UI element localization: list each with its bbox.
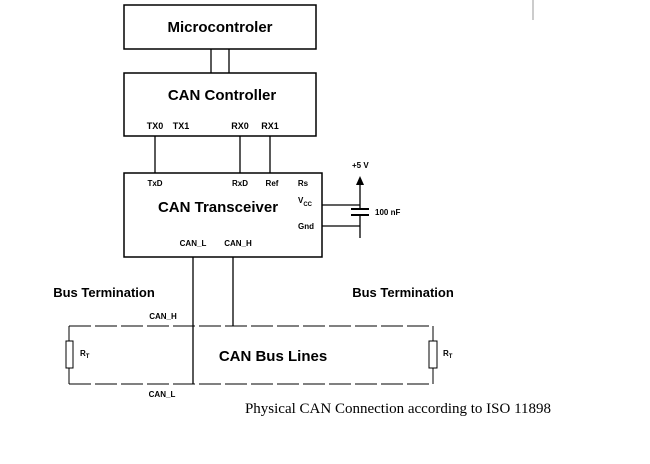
supply-arrow-head xyxy=(356,176,364,185)
can-h-label: CAN_H xyxy=(149,312,177,321)
pin-txd: TxD xyxy=(147,179,162,188)
can-bus-lines-label: CAN Bus Lines xyxy=(219,348,327,365)
can-transceiver-box xyxy=(123,172,323,258)
can-controller-label: CAN Controller xyxy=(168,87,276,104)
can-l-label: CAN_L xyxy=(149,390,176,399)
microcontroller-box xyxy=(123,4,317,50)
pin-ref: Ref xyxy=(266,179,279,188)
rt-right-main: R xyxy=(443,349,449,358)
bus-termination-left: Bus Termination xyxy=(53,285,155,300)
pin-tx1: TX1 xyxy=(173,121,190,131)
pin-rx1: RX1 xyxy=(261,121,279,131)
rt-label-left: RT xyxy=(80,349,90,360)
rt-right-sub: T xyxy=(449,354,453,360)
term-resistor-left xyxy=(65,340,74,369)
pin-vcc-main: V xyxy=(298,196,304,205)
rt-label-right: RT xyxy=(443,349,453,360)
pin-can-h: CAN_H xyxy=(224,239,252,248)
pin-rx0: RX0 xyxy=(231,121,249,131)
rt-left-sub: T xyxy=(86,354,90,360)
can-transceiver-label: CAN Transceiver xyxy=(158,199,278,216)
pin-vcc-sub: CC xyxy=(303,202,312,208)
supply-voltage-label: +5 V xyxy=(352,161,369,170)
rt-left-main: R xyxy=(80,349,86,358)
pin-can-l: CAN_L xyxy=(180,239,207,248)
capacitor-label: 100 nF xyxy=(375,208,400,217)
pin-rs: Rs xyxy=(298,179,309,188)
term-resistor-right xyxy=(428,340,438,369)
can-controller-box xyxy=(123,72,317,137)
pin-vcc: VCC xyxy=(298,196,313,208)
pin-rxd: RxD xyxy=(232,179,248,188)
microcontroller-label: Microcontroler xyxy=(167,19,272,36)
pin-gnd: Gnd xyxy=(298,222,314,231)
pin-tx0: TX0 xyxy=(147,121,164,131)
bus-termination-right: Bus Termination xyxy=(352,285,454,300)
caption: Physical CAN Connection according to ISO… xyxy=(245,401,551,417)
